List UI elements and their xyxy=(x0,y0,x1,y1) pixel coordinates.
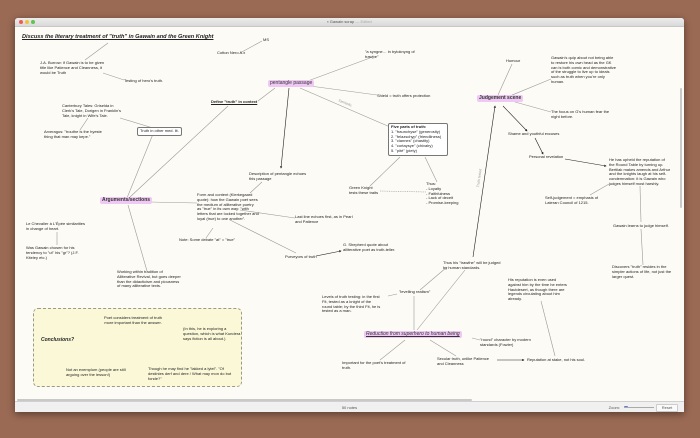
note-focus[interactable]: The focus on G's human fear the night be… xyxy=(551,109,610,119)
note-last-line[interactable]: Last line echoes first, as in Pearl and … xyxy=(295,214,353,224)
note-title[interactable]: Discuss the literary treatment of "truth… xyxy=(22,34,214,40)
thus-title: Thus: xyxy=(426,181,437,186)
note-his-reputation[interactable]: His reputation is even used against him … xyxy=(508,277,567,302)
note-conclusions[interactable]: Conclusions? xyxy=(41,337,75,343)
note-description[interactable]: Description of pentangle echoes this pas… xyxy=(249,171,307,181)
note-quip[interactable]: Gawain's quip about not being able to re… xyxy=(551,55,616,84)
note-green-knight[interactable]: Green Knight tests these traits xyxy=(349,185,379,195)
note-arguments[interactable]: Arguments/sections xyxy=(100,197,153,204)
zoom-button[interactable] xyxy=(31,20,35,24)
note-burrow[interactable]: J.A. Burrow: if Gawain is to be given ti… xyxy=(40,60,105,75)
note-working[interactable]: Working within tradition of Alliterative… xyxy=(117,269,181,289)
five-part-item: 1. "fraunchyse" (generosity) xyxy=(391,128,441,134)
note-though[interactable]: Though he may find he "lakked a lytel". … xyxy=(148,366,232,381)
note-learns[interactable]: Gawain learns to judge himself. xyxy=(613,223,669,228)
note-was-gawain[interactable]: Was Gawain chosen for his tendency to "u… xyxy=(26,245,79,260)
note-in-this[interactable]: (In this, he is exploring a question, wh… xyxy=(183,326,241,341)
note-form-content[interactable]: Form and content (Kierkegaard quote): ho… xyxy=(197,192,259,221)
five-part-item: 3. "clannes" (chastity) xyxy=(391,138,430,144)
window-title: ▪ Gawain scrap — Edited xyxy=(327,19,372,24)
note-cotton[interactable]: Cotton Nero A.x xyxy=(217,50,246,55)
note-chevalier[interactable]: Le Chevalier à L'Épée similarities in ch… xyxy=(26,221,86,231)
five-part-item: 4. "cortaysye" (chivalry) xyxy=(391,143,433,149)
note-personal[interactable]: Personal revelation xyxy=(529,154,564,159)
note-thus-his[interactable]: Thus his "trawthe" will be judged by hum… xyxy=(443,260,501,270)
note-important[interactable]: Important for the poet's treatment of tr… xyxy=(342,360,406,370)
note-humour[interactable]: Humour xyxy=(506,58,521,63)
note-not-exemplum[interactable]: Not an exemplum (people are still arguin… xyxy=(66,367,126,377)
note-upheld[interactable]: He has upheld the reputation of the Roun… xyxy=(609,157,671,186)
note-arveragus[interactable]: Arveragus: "trouthe is the hyeste thing … xyxy=(44,129,102,139)
document-name: Gawain scrap xyxy=(329,19,355,24)
note-reputation[interactable]: Reputation at stake, not his soul. xyxy=(527,357,586,362)
note-secular[interactable]: Secular truth, unlike Patience and Clean… xyxy=(437,356,490,366)
note-canterbury[interactable]: Canterbury Tales: Griselda in Clerk's Ta… xyxy=(62,103,122,118)
note-shame[interactable]: Shame and youthful excuses xyxy=(508,131,560,136)
thus-item: - Promise-keeping xyxy=(426,200,459,206)
note-discovers[interactable]: Discovers "truth" resides in the simpler… xyxy=(612,264,672,279)
thus-item: - Loyalty xyxy=(426,185,442,191)
edited-indicator[interactable]: — Edited xyxy=(355,19,372,24)
title-bar: ▪ Gawain scrap — Edited xyxy=(15,18,684,27)
note-ms[interactable]: MS xyxy=(263,37,269,42)
note-truth-other-lit[interactable]: Truth in other med. lit. xyxy=(137,127,182,136)
note-syngne[interactable]: "a syngne… in bytoknyng of trawþe" xyxy=(365,49,415,59)
note-define-truth[interactable]: Define "truth" in context xyxy=(211,99,258,104)
note-reduction[interactable]: Reduction from superhero to human being xyxy=(364,331,462,338)
note-levels[interactable]: Levels of truth testing: in the first Fi… xyxy=(322,294,381,314)
five-part-item: 5. "pité" (piety) xyxy=(391,147,417,153)
note-five-parts[interactable]: Five parts of truth: 1. "fraunchyse" (ge… xyxy=(388,123,448,156)
note-testing[interactable]: Testing of hero's truth. xyxy=(124,78,164,83)
five-part-item: 2. "felazschyp" (friendliness) xyxy=(391,133,442,139)
note-shield[interactable]: Shield = truth offers protection xyxy=(377,93,431,98)
note-purveyors[interactable]: Purveyors of truth xyxy=(285,254,317,259)
note-self-judgement[interactable]: Self-judgement = emphasis of Lateran Cou… xyxy=(545,195,599,205)
thus-item: - Lack of deceit xyxy=(426,195,454,201)
note-levelling[interactable]: "levelling realism" xyxy=(399,289,431,294)
minimize-button[interactable] xyxy=(25,20,29,24)
note-round[interactable]: "round" character by modern standards (F… xyxy=(480,337,531,347)
note-judgement-scene[interactable]: Judgement scene xyxy=(477,95,524,102)
note-shepherd[interactable]: G. Shepherd quote about alliterative poe… xyxy=(343,242,396,252)
note-thus[interactable]: Thus: - Loyalty - Faithfulness - Lack of… xyxy=(426,181,459,206)
note-pentangle-passage[interactable]: pentangle passage xyxy=(268,80,315,87)
conclusions-group[interactable] xyxy=(33,308,242,387)
note-debate[interactable]: Note: Some debate "at" = "true" xyxy=(179,237,236,242)
five-parts-title: Five parts of truth: xyxy=(391,124,427,129)
note-poet-considers[interactable]: Poet considers treatment of truth more i… xyxy=(103,315,163,325)
thus-item: - Faithfulness xyxy=(426,190,451,196)
close-button[interactable] xyxy=(19,20,23,24)
